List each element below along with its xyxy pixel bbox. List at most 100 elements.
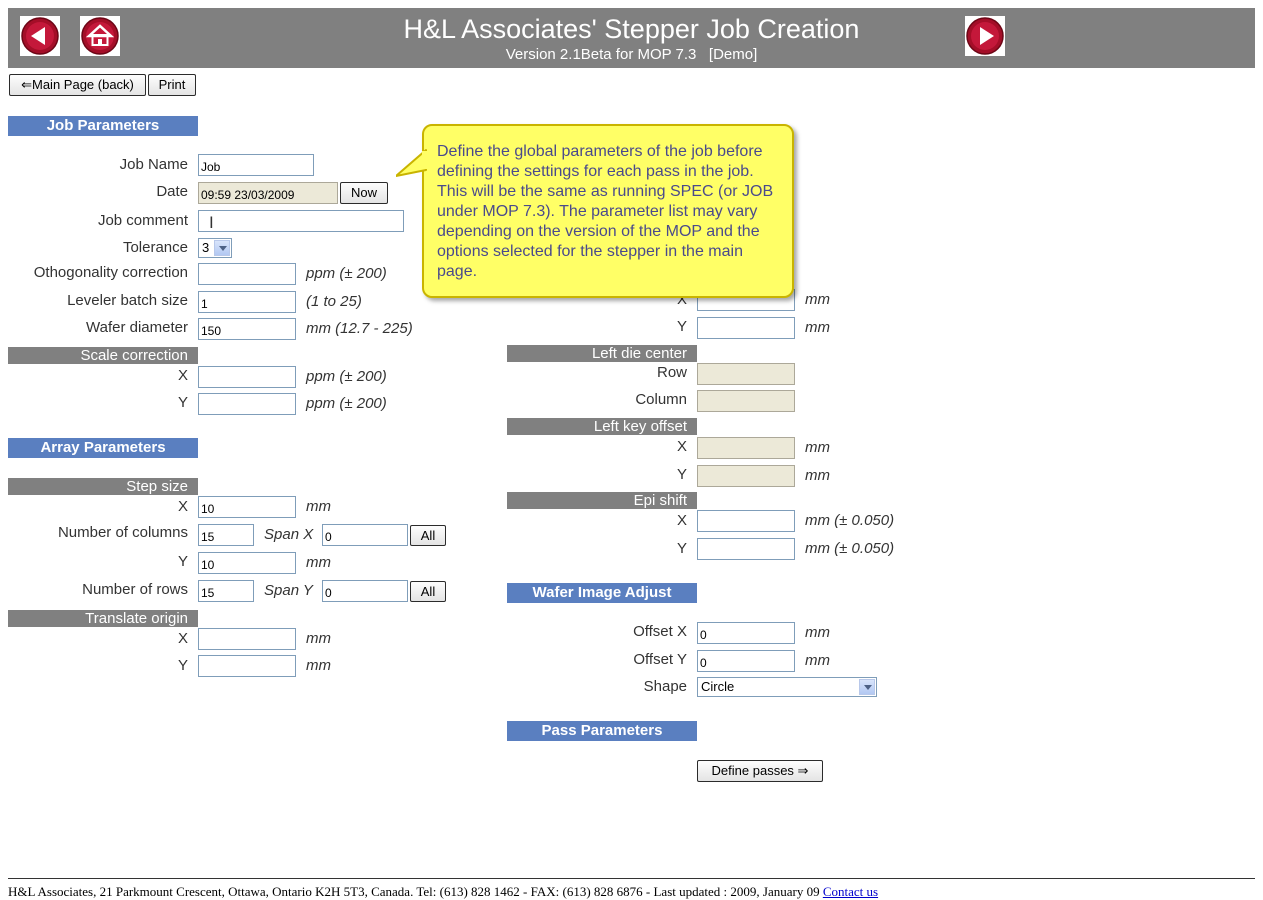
home-icon [80, 16, 120, 56]
offset-y-input[interactable] [697, 650, 795, 672]
translate-x-input[interactable] [198, 628, 296, 650]
columns-label: Number of columns [57, 524, 188, 541]
footer-text: H&L Associates, 21 Parkmount Crescent, O… [8, 884, 823, 899]
offset-x-input[interactable] [697, 622, 795, 644]
arrow-right-icon [965, 16, 1005, 56]
now-button[interactable]: Now [340, 182, 388, 204]
right-x-label: X [676, 291, 687, 308]
epi-y-input[interactable] [697, 538, 795, 560]
translate-origin-header: Translate origin [8, 610, 198, 627]
epi-x-unit: mm (± 0.050) [805, 512, 895, 529]
left-key-y-label: Y [676, 466, 687, 483]
main-page-back-button[interactable]: ⇐Main Page (back) [9, 74, 146, 96]
epi-y-label: Y [676, 540, 687, 557]
wafer-diameter-input[interactable] [198, 318, 296, 340]
footer-divider [8, 878, 1255, 879]
scale-x-unit: ppm (± 200) [306, 368, 387, 385]
help-tooltip: Define the global parameters of the job … [422, 124, 794, 298]
span-y-input[interactable] [322, 580, 408, 602]
translate-y-label: Y [177, 657, 188, 674]
wafer-diameter-unit: mm (12.7 - 225) [306, 320, 413, 337]
footer: H&L Associates, 21 Parkmount Crescent, O… [8, 884, 878, 900]
scale-x-input[interactable] [198, 366, 296, 388]
job-comment-input[interactable] [198, 210, 404, 232]
epi-x-label: X [676, 512, 687, 529]
left-key-offset-header: Left key offset [507, 418, 697, 435]
epi-x-input[interactable] [697, 510, 795, 532]
left-key-x-input[interactable] [697, 437, 795, 459]
step-x-label: X [177, 498, 188, 515]
wafer-image-adjust-header: Wafer Image Adjust [507, 583, 697, 603]
offset-x-label: Offset X [633, 623, 687, 640]
span-y-label: Span Y [264, 582, 313, 599]
shape-label: Shape [643, 678, 687, 695]
span-x-input[interactable] [322, 524, 408, 546]
epi-shift-header: Epi shift [507, 492, 697, 509]
left-key-x-unit: mm [805, 439, 830, 456]
wafer-diameter-label: Wafer diameter [86, 319, 188, 336]
date-input[interactable] [198, 182, 338, 204]
rows-input[interactable] [198, 580, 254, 602]
translate-x-unit: mm [306, 630, 331, 647]
home-button[interactable] [80, 16, 120, 56]
job-name-label: Job Name [119, 156, 188, 173]
contact-us-link[interactable]: Contact us [822, 884, 879, 899]
span-y-all-button[interactable]: All [410, 581, 446, 602]
step-x-input[interactable] [198, 496, 296, 518]
step-size-header: Step size [8, 478, 198, 495]
rows-label: Number of rows [82, 581, 188, 598]
span-x-all-button[interactable]: All [410, 525, 446, 546]
offset-y-label: Offset Y [633, 651, 687, 668]
leveler-batch-input[interactable] [198, 291, 296, 313]
page-subtitle: Version 2.1Beta for MOP 7.3 [Demo] [505, 46, 758, 63]
right-y-unit: mm [805, 319, 830, 336]
job-comment-label: Job comment [97, 212, 188, 229]
translate-y-input[interactable] [198, 655, 296, 677]
shape-select[interactable]: Circle [697, 677, 877, 697]
left-key-x-label: X [676, 438, 687, 455]
scale-y-label: Y [177, 394, 188, 411]
scale-y-input[interactable] [198, 393, 296, 415]
print-button[interactable]: Print [148, 74, 196, 96]
columns-input[interactable] [198, 524, 254, 546]
arrow-left-icon [20, 16, 60, 56]
next-button[interactable] [965, 16, 1005, 56]
right-x-unit: mm [805, 291, 830, 308]
left-die-column-label: Column [635, 391, 687, 408]
job-parameters-header: Job Parameters [8, 116, 198, 136]
pass-parameters-header: Pass Parameters [507, 721, 697, 741]
orthogonality-input[interactable] [198, 263, 296, 285]
left-die-column-input[interactable] [697, 390, 795, 412]
tooltip-pointer-mask [422, 151, 430, 169]
offset-y-unit: mm [805, 652, 830, 669]
step-y-label: Y [177, 553, 188, 570]
step-x-unit: mm [306, 498, 331, 515]
chevron-down-icon[interactable] [859, 679, 875, 695]
leveler-batch-label: Leveler batch size [67, 292, 188, 309]
tolerance-value: 3 [202, 240, 210, 255]
scale-correction-header: Scale correction [8, 347, 198, 364]
scale-x-label: X [177, 367, 188, 384]
translate-x-label: X [177, 630, 188, 647]
tolerance-select[interactable]: 3 [198, 238, 232, 258]
translate-y-unit: mm [306, 657, 331, 674]
left-die-center-header: Left die center [507, 345, 697, 362]
left-key-y-input[interactable] [697, 465, 795, 487]
chevron-down-icon[interactable] [214, 240, 230, 256]
step-y-input[interactable] [198, 552, 296, 574]
array-parameters-header: Array Parameters [8, 438, 198, 458]
date-label: Date [156, 183, 188, 200]
back-button[interactable] [20, 16, 60, 56]
offset-x-unit: mm [805, 624, 830, 641]
left-die-row-label: Row [656, 364, 687, 381]
shape-value: Circle [701, 679, 735, 694]
right-y-input[interactable] [697, 317, 795, 339]
left-die-row-input[interactable] [697, 363, 795, 385]
step-y-unit: mm [306, 554, 331, 571]
right-y-label: Y [676, 318, 687, 335]
epi-y-unit: mm (± 0.050) [805, 540, 895, 557]
page-title: H&L Associates' Stepper Job Creation [403, 14, 860, 44]
define-passes-button[interactable]: Define passes ⇒ [697, 760, 823, 782]
text-cursor-icon: Ⅰ [209, 215, 214, 232]
job-name-input[interactable] [198, 154, 314, 176]
